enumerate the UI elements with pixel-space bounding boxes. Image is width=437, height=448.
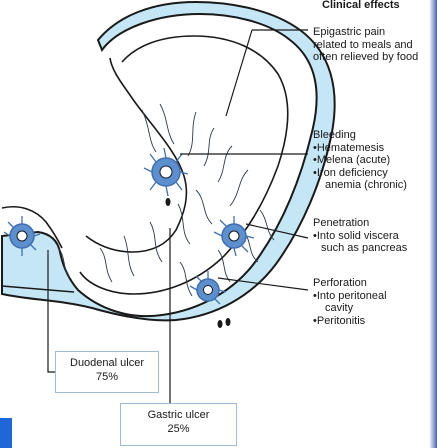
duodenal-ulcer-percent: 75% [95,371,119,383]
bleeding-heading: Bleeding [313,129,356,141]
epigastric-line-1: Epigastric pain [313,26,386,38]
penetration-item-2: such as pancreas [321,242,408,255]
epigastric-line-3: often relieved by food [313,51,419,64]
duodenal-ulcer-label: Duodenal ulcer [70,357,144,369]
gastric-ulcer-label: Gastric ulcer [147,409,210,421]
gastric-ulcer-percent: 25% [167,423,190,435]
bleeding-item-4: anemia (chronic) [325,179,407,192]
epigastric-line-2: related to meals and [313,38,413,51]
penetrating-ulcer [213,216,255,257]
stomach-inner-curve [79,35,289,295]
perforation-item-3: •Peritonitis [313,314,366,327]
leader-lines [47,29,309,405]
esophagus-left [85,57,188,253]
perforation-item-1: •Into peritoneal [313,289,387,302]
clinical-effects-title: Clinical effects [322,0,400,11]
duodenal-ulcer [3,216,41,256]
mucosal-folds [57,103,275,297]
gastric-ulcer-box: Gastric ulcer 25% [120,403,237,446]
penetration-text: Penetration •Into solid viscera such as … [313,217,407,255]
perforation-text: Perforation •Into peritoneal cavity •Per… [313,277,387,327]
bleeding-item-2: •Melena (acute) [313,154,391,167]
penetration-heading: Penetration [313,217,370,229]
bleeding-text: Bleeding •Hematemesis •Melena (acute) •I… [313,129,407,192]
perforation-item-2: cavity [325,302,354,315]
duodenum-upper [1,206,63,249]
duodenal-ulcer-box: Duodenal ulcer 75% [55,351,159,393]
epigastric-pain-text: Epigastric pain related to meals and oft… [313,26,418,64]
bleeding-ulcer [143,147,189,206]
penetration-item-1: •Into solid viscera [313,229,399,242]
bleeding-item-3: •Iron deficiency [313,166,388,179]
perforated-ulcer [189,271,231,328]
bleeding-item-1: •Hematemesis [313,141,385,154]
perforation-heading: Perforation [313,277,367,289]
corner-accent [0,418,12,448]
duodenum-lower [1,285,75,293]
edge-shadow [430,0,437,448]
